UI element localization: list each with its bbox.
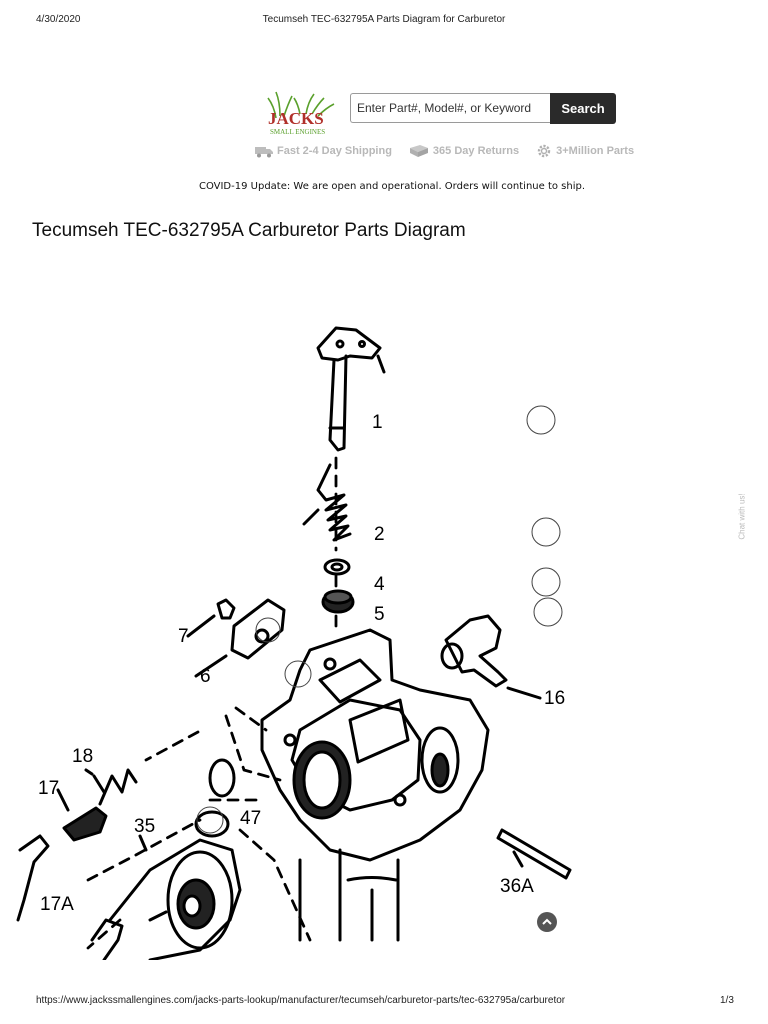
- feature-shipping-label: Fast 2-4 Day Shipping: [277, 145, 392, 157]
- print-url: https://www.jackssmallengines.com/jacks-…: [36, 995, 566, 1006]
- page-title: Tecumseh TEC-632795A Carburetor Parts Di…: [32, 220, 466, 241]
- callout-5: 5: [374, 604, 385, 625]
- logo-sub-text: SMALL ENGINES: [270, 128, 325, 136]
- callout-7: 7: [178, 626, 189, 647]
- callout-35: 35: [134, 816, 155, 837]
- search-input[interactable]: [350, 93, 550, 123]
- returns-icon: [409, 145, 428, 157]
- callout-1: 1: [372, 412, 383, 433]
- print-date: 4/30/2020: [36, 14, 81, 25]
- callout-17: 17: [38, 778, 59, 799]
- feature-strip: Fast 2-4 Day Shipping 365 Day Returns 3+…: [254, 142, 650, 160]
- truck-icon: [255, 147, 273, 158]
- chat-tab[interactable]: Chat with us!: [732, 472, 752, 582]
- print-page-number: 1/3: [720, 995, 734, 1006]
- callout-2: 2: [374, 524, 385, 545]
- logo-main-text: JACKS: [268, 109, 324, 128]
- callout-18: 18: [72, 746, 93, 767]
- gear-icon: [537, 144, 551, 158]
- feature-returns-label: 365 Day Returns: [432, 145, 520, 157]
- carburetor-parts-diagram: 1 2 4 5 7 6 16 18 17 35 47 17A 36A: [16, 326, 572, 960]
- covid-notice: COVID-19 Update: We are open and operati…: [198, 181, 586, 192]
- callout-36a: 36A: [500, 876, 534, 897]
- chevron-up-icon: [542, 918, 552, 925]
- chat-tab-label: Chat with us!: [737, 493, 747, 540]
- feature-parts-label: 3+Million Parts: [556, 145, 635, 157]
- feature-shipping: Fast 2-4 Day Shipping: [254, 144, 392, 158]
- search-button[interactable]: Search: [550, 93, 616, 124]
- callout-17a: 17A: [40, 894, 74, 915]
- callout-4: 4: [374, 574, 385, 595]
- scroll-top-button[interactable]: [537, 912, 557, 932]
- callout-16: 16: [544, 688, 565, 709]
- print-title: Tecumseh TEC-632795A Parts Diagram for C…: [262, 14, 506, 25]
- callout-6: 6: [200, 666, 211, 687]
- jacks-small-engines-logo[interactable]: JACKS SMALL ENGINES: [262, 90, 346, 138]
- callout-47: 47: [240, 808, 261, 829]
- feature-parts: 3+Million Parts: [535, 143, 634, 159]
- feature-returns: 365 Day Returns: [408, 144, 519, 158]
